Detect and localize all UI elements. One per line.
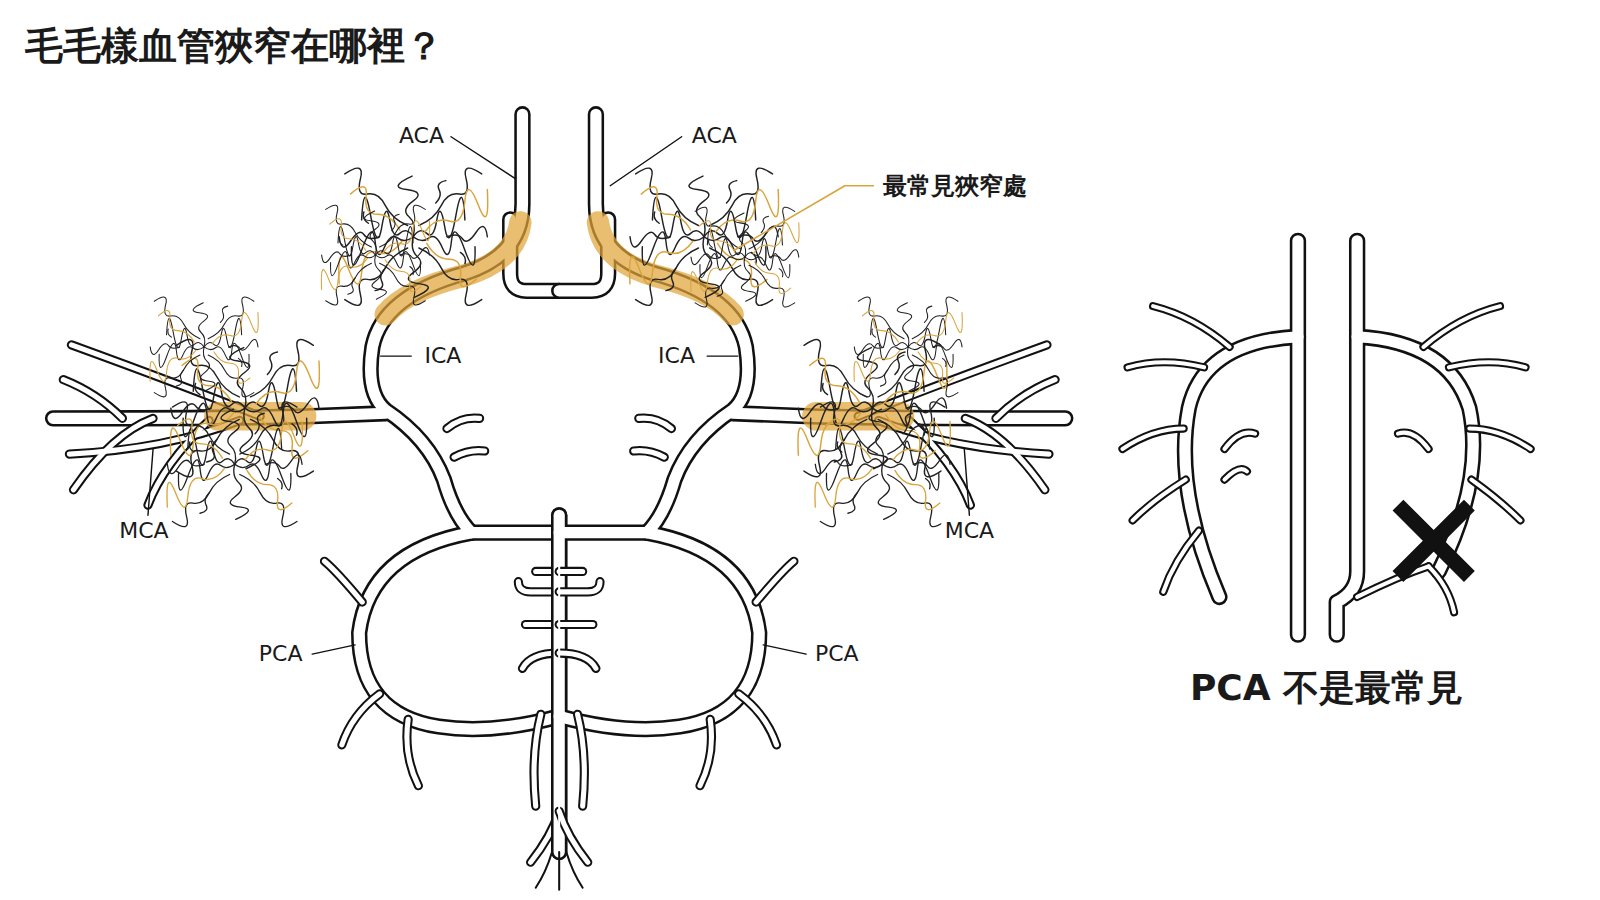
vessel-label: ICA — [421, 343, 464, 369]
diagram-title: 毛毛樣血管狹窄在哪裡？ — [22, 24, 446, 70]
vessel-label: PCA — [812, 641, 862, 667]
vessel-label: MCA — [116, 517, 171, 543]
callout-label: 最常見狹窄處 — [880, 171, 1030, 200]
inset-caption: PCA 不是最常見 — [1187, 666, 1466, 709]
vessel-label: ACA — [689, 123, 740, 149]
vessel-label: MCA — [942, 517, 997, 543]
vessel-label: PCA — [256, 641, 306, 667]
vessel-label: ACA — [396, 123, 447, 149]
vessel-label: ICA — [655, 343, 698, 369]
